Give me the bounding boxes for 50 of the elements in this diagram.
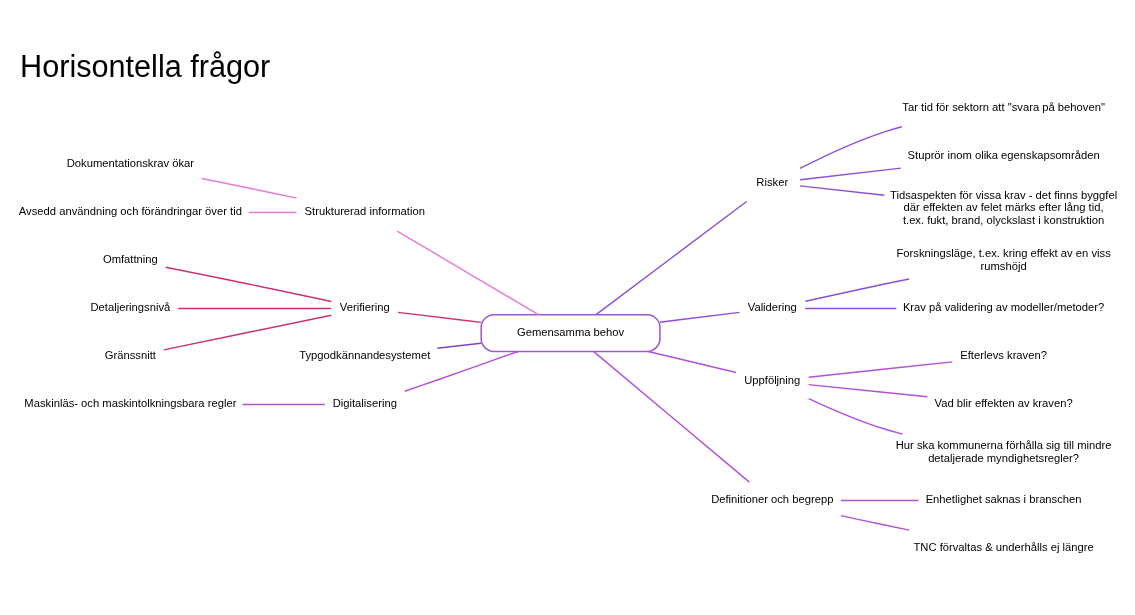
connector: [659, 311, 741, 323]
connector: [840, 499, 920, 502]
node-text: Uppföljning: [744, 373, 801, 386]
connector: [177, 307, 332, 310]
connector: [396, 230, 540, 316]
node-text: Tar tid för sektorn att "svara på behoven": [902, 101, 1105, 114]
connector: [404, 350, 519, 392]
node-text: Gränssnitt: [104, 349, 156, 362]
node-text: Definitioner och begrepp: [711, 493, 834, 506]
node-text: Krav på validering av modeller/metoder?: [902, 301, 1105, 314]
connector: [799, 126, 903, 170]
connector: [807, 383, 929, 398]
node-text: Risker: [756, 175, 789, 188]
connector: [165, 266, 333, 303]
connector: [241, 403, 326, 406]
node-text: Verifiering: [339, 301, 390, 314]
node-text: Maskinläs- och maskintolkningsbara regler: [24, 397, 237, 410]
connector: [807, 397, 904, 435]
connector: [200, 177, 298, 199]
node-text: Avsedd användning och förändringar över tid: [18, 205, 242, 218]
node-text: Dokumentationskrav ökar: [66, 157, 194, 170]
connector: [397, 311, 482, 324]
node-text: Digitalisering: [332, 397, 397, 410]
connector: [436, 342, 482, 349]
node-text: TNC förvaltas & underhålls ej längre: [913, 541, 1094, 554]
connector: [804, 307, 898, 310]
connector: [595, 200, 748, 316]
connector: [807, 361, 954, 378]
connector: [799, 167, 902, 181]
node-text: Omfattning: [102, 253, 158, 266]
node-text: Strukturerad information: [304, 205, 425, 218]
node-text: Stuprör inom olika egenskapsområden: [907, 149, 1100, 162]
node-box: Gemensamma behov: [480, 313, 661, 353]
connector: [804, 278, 910, 302]
connector: [799, 185, 886, 196]
connector: [647, 350, 737, 374]
connector: [247, 211, 298, 214]
node-text: Tidsaspekten för vissa krav - det finns byggfel där effekten av felet märks efter lång tid, t.ex. fukt, brand, olyckslast i konstruktion: [890, 189, 1118, 226]
connector: [840, 514, 910, 531]
diagram-title: Horisontella frågor: [20, 48, 271, 83]
connector: [163, 314, 333, 351]
node-text: Vad blir effekten av kraven?: [934, 397, 1073, 410]
node-text: Detaljeringsnivå: [90, 301, 171, 314]
node-text: Validering: [747, 301, 797, 314]
node-text: Efterlevs kraven?: [960, 349, 1047, 362]
connector: [593, 350, 751, 483]
node-text: Enhetlighet saknas i branschen: [925, 493, 1082, 506]
node-text: Hur ska kommunerna förhålla sig till mindre detaljerade myndighetsregler?: [895, 439, 1112, 464]
node-text: Typgodkännandesystemet: [299, 349, 431, 362]
node-text: Forskningsläge, t.ex. kring effekt av en viss rumshöjd: [896, 247, 1111, 272]
